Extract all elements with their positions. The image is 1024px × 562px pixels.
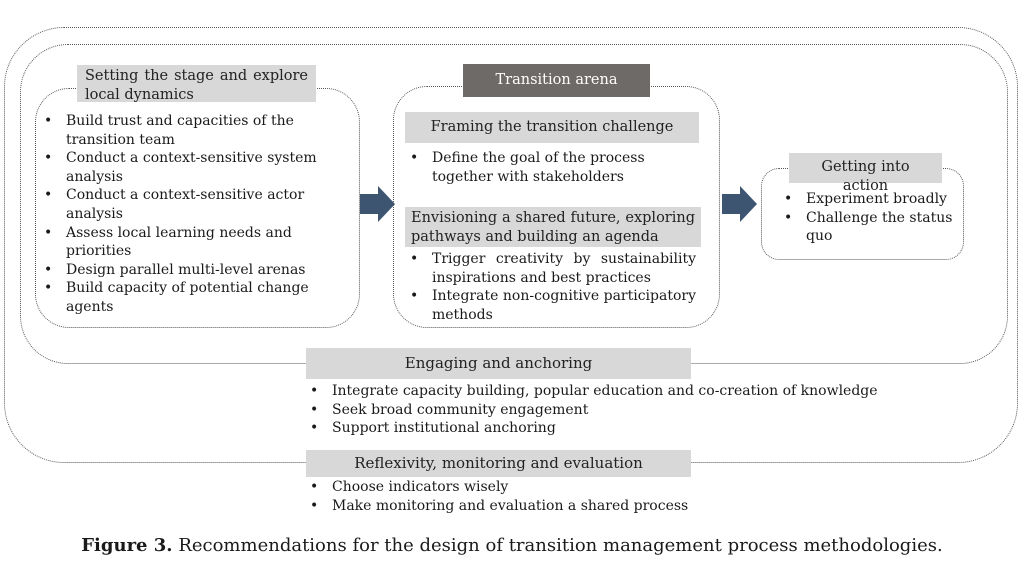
list-item: Challenge the status quo (780, 209, 960, 246)
framing-list: Define the goal of the process together … (406, 149, 686, 186)
list-item: Assess local learning needs and prioriti… (40, 224, 330, 261)
list-item: Integrate capacity building, popular edu… (306, 382, 906, 401)
arrow-right-icon (360, 186, 395, 222)
envisioning-list: Trigger creativity by sustainability ins… (406, 250, 696, 324)
list-item: Design parallel multi-level arenas (40, 261, 330, 280)
arena-header: Transition arena (463, 64, 650, 97)
figure-label: Figure 3. (81, 535, 173, 556)
list-item: Trigger creativity by sustainability ins… (406, 250, 696, 287)
figure-caption-text: Recommendations for the design of transi… (178, 535, 943, 556)
list-item: Integrate non-cognitive participatory me… (406, 287, 696, 324)
action-header: Getting into action (789, 153, 942, 194)
figure-caption: Figure 3. Recommendations for the design… (0, 534, 1024, 558)
reflexivity-list: Choose indicators wisely Make monitoring… (306, 478, 806, 515)
action-list: Experiment broadly Challenge the status … (780, 190, 960, 246)
list-item: Experiment broadly (780, 190, 960, 209)
list-item: Build trust and capacities of the transi… (40, 112, 330, 149)
list-item: Seek broad community engagement (306, 401, 906, 420)
framing-header: Framing the transition challenge (405, 112, 699, 143)
stage-list: Build trust and capacities of the transi… (40, 112, 330, 317)
engaging-list: Integrate capacity building, popular edu… (306, 382, 906, 438)
engaging-header: Engaging and anchoring (306, 348, 691, 379)
list-item: Build capacity of potential change agent… (40, 279, 330, 316)
list-item: Choose indicators wisely (306, 478, 806, 497)
arrow-right-icon (722, 186, 757, 222)
list-item: Conduct a context-sensitive actor analys… (40, 186, 330, 223)
list-item: Define the goal of the process together … (406, 149, 686, 186)
envisioning-header: Envisioning a shared future, exploring p… (405, 207, 701, 247)
list-item: Support institutional anchoring (306, 419, 906, 438)
stage-header: Setting the stage and explore local dyna… (77, 65, 316, 103)
list-item: Conduct a context-sensitive system analy… (40, 149, 330, 186)
reflexivity-header: Reflexivity, monitoring and evaluation (306, 450, 691, 477)
list-item: Make monitoring and evaluation a shared … (306, 497, 806, 516)
